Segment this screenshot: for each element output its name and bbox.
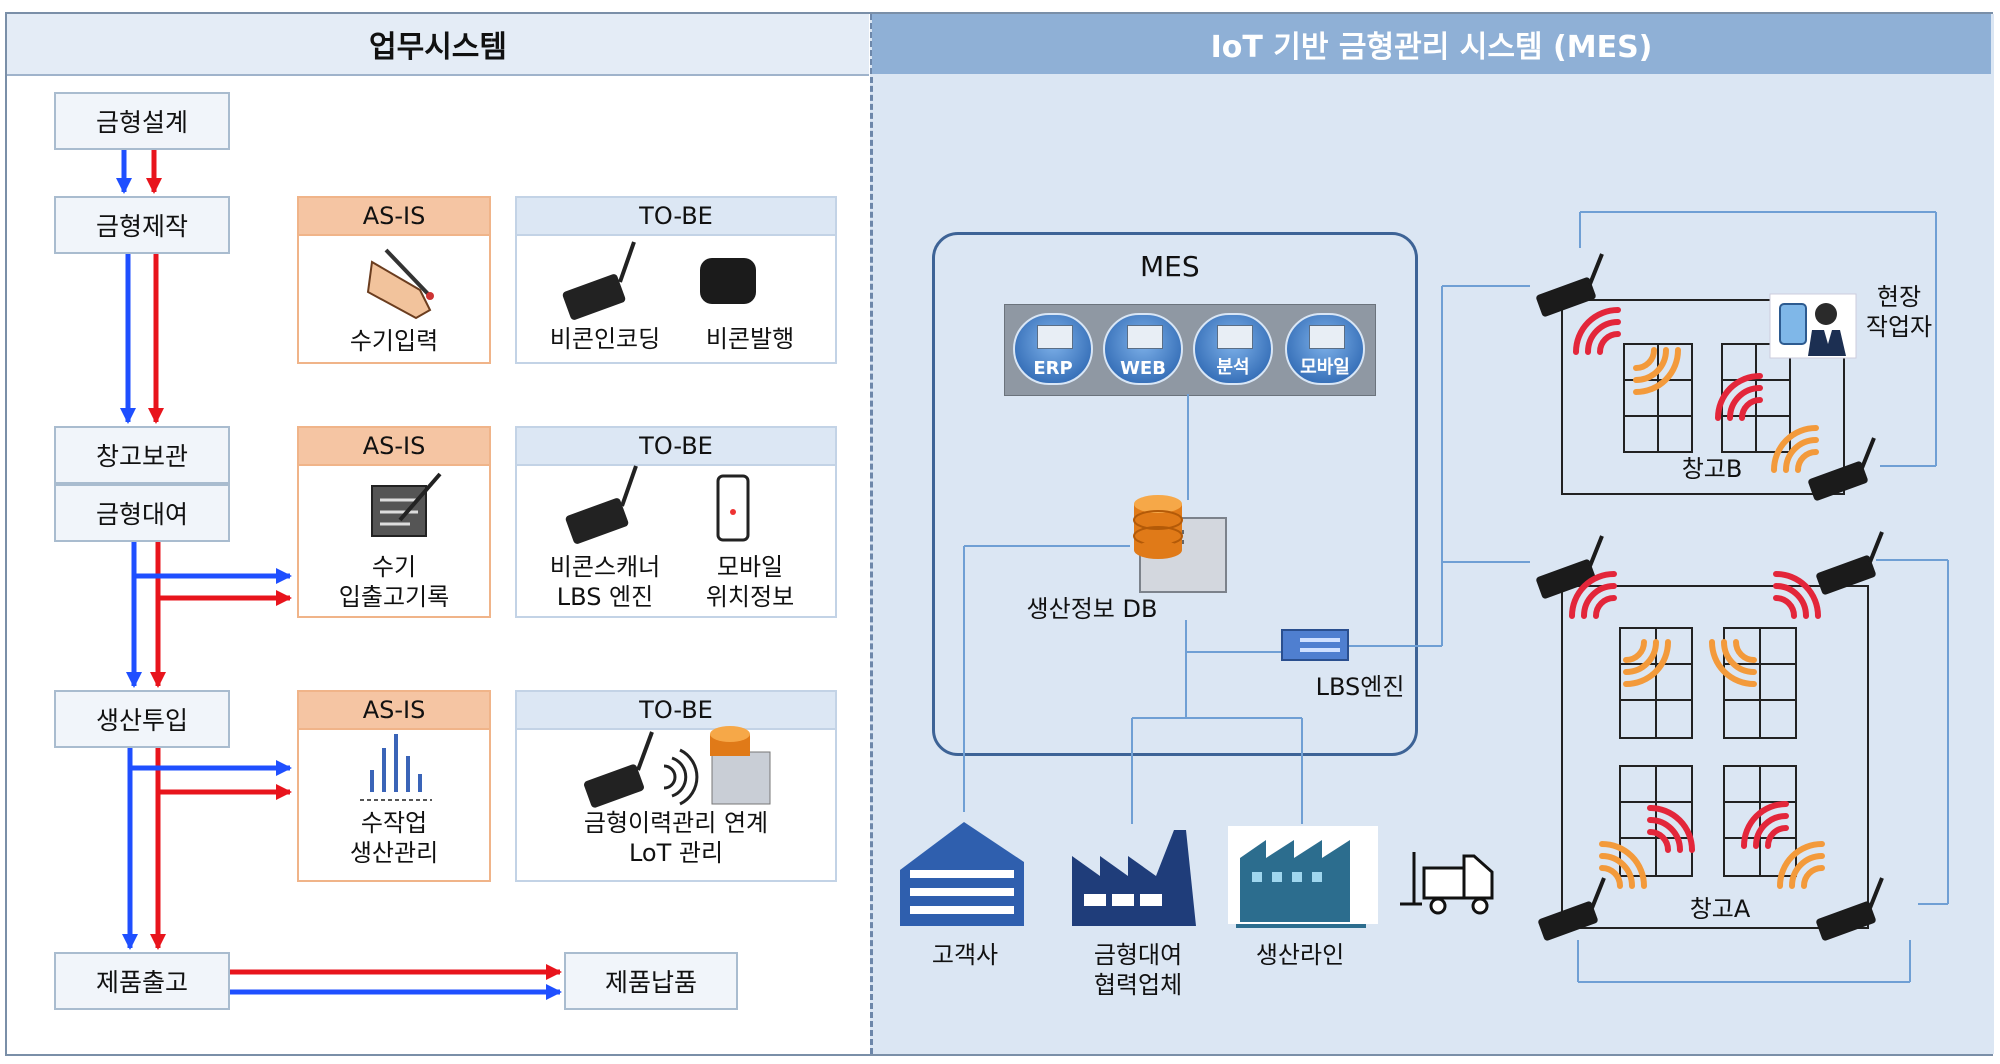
tobe-card-1: TO-BE (515, 196, 837, 364)
field-worker-line2: 작업자 (1865, 313, 1933, 341)
lot-management-line1: 금형이력관리 연계 (583, 809, 769, 837)
beacon-scanner-line1: 비콘스캐너 (549, 553, 661, 581)
manual-production-label: 수작업 생산관리 (297, 808, 491, 868)
app-erp-label: ERP (1033, 358, 1073, 379)
production-line-label: 생산라인 (1255, 941, 1345, 969)
beacon-device-icon-1 (562, 241, 636, 320)
factory-icon (1072, 830, 1196, 926)
manual-io-record-line2: 입출고기록 (338, 583, 450, 611)
wireless-signal-icon (663, 748, 699, 806)
right-panel-title: IoT 기반 금형관리 시스템 (MES) (872, 14, 1991, 74)
asis-card-2-header: AS-IS (299, 428, 489, 466)
beacon-encoding-label: 비콘인코딩 (549, 325, 661, 353)
app-analysis-icon: 분석 (1193, 313, 1273, 385)
tobe-card-1-header: TO-BE (517, 198, 835, 236)
manual-production-line1: 수작업 (360, 809, 428, 837)
field-worker-icon (1769, 293, 1857, 359)
mobile-location-line2: 위치정보 (705, 583, 795, 611)
mes-system-box (932, 232, 1418, 756)
beacon-lot-icon (584, 731, 654, 808)
production-db-server-icon (1133, 495, 1227, 593)
step-product-shipping: 제품출고 (54, 952, 230, 1010)
forklift-icon (1400, 852, 1494, 915)
app-mobile-label: 모바일 (1300, 357, 1350, 378)
hand-writing-icon (366, 248, 434, 320)
manual-record-icon (371, 472, 442, 537)
asis-card-1-header: AS-IS (299, 198, 489, 236)
manual-io-record-line1: 수기 (371, 553, 417, 581)
step-mold-making: 금형제작 (54, 196, 230, 254)
manual-input-label: 수기입력 (349, 327, 439, 355)
mes-connectors (963, 211, 1949, 983)
mobile-location-line1: 모바일 (716, 553, 784, 581)
tobe-card-2-header: TO-BE (517, 428, 835, 466)
warehouse-a-box (1561, 585, 1869, 929)
lbs-engine-label: LBS엔진 (1315, 673, 1405, 701)
production-db-label: 생산정보 DB (1026, 595, 1158, 623)
app-erp-icon: ERP (1013, 313, 1093, 385)
mobile-location-label: 모바일 위치정보 (680, 552, 820, 612)
customer-label: 고객사 (931, 941, 999, 969)
beacon-tag-icon (700, 258, 756, 304)
server-db-icon-small (710, 726, 771, 805)
beacon-issue-label: 비콘발행 (705, 325, 795, 353)
mold-partner-line2: 협력업체 (1093, 971, 1183, 999)
tobe-card-3-header: TO-BE (517, 692, 835, 730)
mes-app-bar: ERP WEB 분석 모바일 (1004, 304, 1376, 396)
app-web-label: WEB (1120, 358, 1166, 379)
field-worker-line1: 현장 (1876, 283, 1922, 311)
field-worker-label: 현장 작업자 (1864, 282, 1934, 342)
mold-partner-line1: 금형대여 (1093, 941, 1183, 969)
lot-management-label: 금형이력관리 연계 LoT 관리 (515, 808, 837, 868)
step-mold-design: 금형설계 (54, 92, 230, 150)
app-analysis-label: 분석 (1216, 357, 1250, 378)
manual-production-line2: 생산관리 (349, 839, 439, 867)
app-mobile-icon: 모바일 (1285, 313, 1365, 385)
app-web-icon: WEB (1103, 313, 1183, 385)
mold-partner-label: 금형대여 협력업체 (1078, 940, 1198, 1000)
mes-title: MES (1140, 250, 1200, 283)
manual-io-record-label: 수기 입출고기록 (297, 552, 491, 612)
signal-arcs (1569, 307, 1825, 889)
step-mold-rental: 금형대여 (54, 484, 230, 542)
beacon-scanner-icon (565, 465, 638, 544)
beacon-scanner-label: 비콘스캐너 LBS 엔진 (530, 552, 680, 612)
customer-building-icon (900, 822, 1024, 926)
tobe-card-3: TO-BE (515, 690, 837, 882)
warehouse-b-label: 창고B (1681, 455, 1743, 483)
smartphone-icon (716, 474, 750, 542)
asis-card-3-header: AS-IS (299, 692, 489, 730)
step-production-input: 생산투입 (54, 690, 230, 748)
lbs-engine-icon (1281, 629, 1349, 661)
beacon-reader-icons (1536, 253, 1884, 941)
lot-management-line2: LoT 관리 (628, 839, 724, 867)
flow-arrows (116, 150, 562, 1000)
step-product-delivery: 제품납품 (564, 952, 738, 1010)
warehouse-a-label: 창고A (1689, 895, 1751, 923)
left-panel-title: 업무시스템 (7, 14, 869, 76)
bar-chart-icon (360, 734, 432, 801)
beacon-scanner-line2: LBS 엔진 (556, 583, 654, 611)
step-warehouse-storage: 창고보관 (54, 426, 230, 484)
production-line-icon (1228, 826, 1378, 928)
